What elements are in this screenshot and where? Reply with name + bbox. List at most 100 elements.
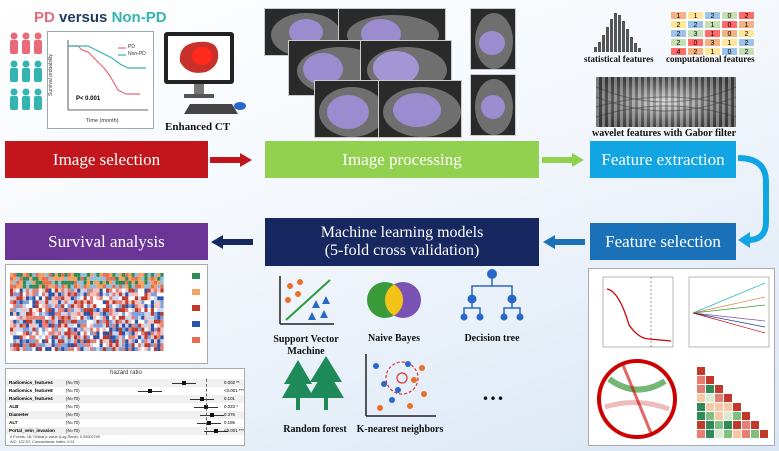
heatmap-cell bbox=[147, 276, 151, 281]
heatmap-cell bbox=[67, 273, 71, 277]
heatmap-cell bbox=[150, 323, 154, 328]
heatmap-cell bbox=[10, 308, 14, 312]
heatmap-cell bbox=[54, 292, 58, 297]
heatmap-cell bbox=[157, 343, 161, 348]
heatmap-cell bbox=[96, 335, 100, 340]
heatmap-cell bbox=[109, 331, 113, 336]
heatmap-cell bbox=[106, 312, 110, 316]
heatmap-cell bbox=[157, 327, 161, 332]
label-decision-tree: Decision tree bbox=[464, 333, 520, 344]
label-svm: Support Vector Machine bbox=[273, 334, 339, 357]
heatmap-cell bbox=[35, 284, 39, 289]
matrix-cell: 0 bbox=[721, 29, 738, 38]
corr-cell bbox=[706, 385, 714, 393]
heatmap-cell bbox=[26, 331, 30, 336]
heatmap-cell bbox=[99, 273, 103, 277]
heatmap-cell bbox=[102, 331, 106, 336]
heatmap-cell bbox=[32, 292, 36, 297]
heatmap-cell bbox=[131, 308, 135, 312]
heatmap-cell bbox=[128, 304, 132, 309]
heatmap-cell bbox=[35, 304, 39, 309]
heatmap-cell bbox=[99, 339, 103, 344]
heatmap-cell bbox=[45, 323, 49, 328]
corr-cell bbox=[697, 385, 705, 393]
forest-row-name: Diameter bbox=[9, 412, 29, 417]
corr-cell bbox=[742, 421, 750, 429]
heatmap-cell bbox=[64, 273, 68, 277]
heatmap-cell bbox=[154, 304, 158, 309]
corr-cell bbox=[697, 403, 705, 411]
heatmap-cell bbox=[26, 308, 30, 312]
matrix-cell: 2 bbox=[687, 47, 704, 56]
heatmap-cell bbox=[26, 335, 30, 340]
heatmap-cell bbox=[38, 288, 42, 293]
heatmap-cell bbox=[54, 300, 58, 305]
heatmap-cell bbox=[61, 276, 65, 281]
heatmap-cell bbox=[154, 331, 158, 336]
heatmap-cell bbox=[154, 327, 158, 332]
heatmap-cell bbox=[61, 319, 65, 324]
heatmap-cell bbox=[157, 315, 161, 320]
heatmap-cell bbox=[58, 300, 62, 305]
heatmap-cell bbox=[38, 323, 42, 328]
heatmap-cell bbox=[67, 312, 71, 316]
heatmap-cell bbox=[96, 315, 100, 320]
heatmap-cell bbox=[131, 292, 135, 297]
heatmap-cell bbox=[134, 296, 138, 301]
matrix-cell: 0 bbox=[721, 11, 738, 20]
matrix-cell: 1 bbox=[738, 20, 755, 29]
heatmap-cell bbox=[45, 331, 49, 336]
heatmap-cell bbox=[83, 335, 87, 340]
heatmap-cell bbox=[22, 312, 26, 316]
heatmap-cell bbox=[106, 335, 110, 340]
heatmap-cell bbox=[77, 335, 81, 340]
km-legend-pd: PD bbox=[128, 44, 135, 50]
matrix-cell: 2 bbox=[738, 11, 755, 20]
heatmap-cell bbox=[13, 296, 17, 301]
heatmap-cell bbox=[54, 331, 58, 336]
heatmap-cell bbox=[67, 339, 71, 344]
heatmap-cell bbox=[134, 319, 138, 324]
heatmap-cell bbox=[13, 308, 17, 312]
heatmap-cell bbox=[58, 347, 62, 351]
heatmap-cell bbox=[80, 300, 84, 305]
heatmap-cell bbox=[86, 308, 90, 312]
heatmap-cell bbox=[67, 296, 71, 301]
heatmap-cell bbox=[160, 308, 164, 312]
heatmap-cell bbox=[128, 323, 132, 328]
heatmap-cell bbox=[93, 331, 97, 336]
heatmap-cell bbox=[160, 288, 164, 293]
heatmap-cell bbox=[141, 280, 145, 285]
forest-row-pvalue: <0.001 *** bbox=[224, 388, 244, 393]
forest-row-estimate bbox=[207, 421, 211, 425]
heatmap-cell bbox=[115, 323, 119, 328]
matrix-cell: 2 bbox=[670, 20, 687, 29]
heatmap-cell bbox=[134, 308, 138, 312]
heatmap-cell bbox=[54, 343, 58, 348]
heatmap-cell bbox=[102, 327, 106, 332]
heatmap-cell bbox=[70, 284, 74, 289]
forest-plot-panel: hazard ratio Radiomics_feature4(N=70)0.0… bbox=[5, 368, 245, 446]
heatmap-cell bbox=[115, 327, 119, 332]
heatmap-cell bbox=[93, 339, 97, 344]
heatmap-cell bbox=[154, 323, 158, 328]
heatmap-cell bbox=[93, 327, 97, 332]
heatmap-cell bbox=[77, 323, 81, 328]
heatmap-cell bbox=[118, 276, 122, 281]
heatmap-cell bbox=[77, 347, 81, 351]
heatmap-cell bbox=[150, 331, 154, 336]
heatmap-cell bbox=[45, 343, 49, 348]
heatmap-cell bbox=[122, 343, 126, 348]
heatmap-cell bbox=[138, 319, 142, 324]
heatmap-cell bbox=[58, 304, 62, 309]
heatmap-cell bbox=[54, 323, 58, 328]
heatmap-cell bbox=[134, 312, 138, 316]
heatmap-cell bbox=[122, 276, 126, 281]
heatmap-cell bbox=[157, 323, 161, 328]
heatmap-cell bbox=[32, 288, 36, 293]
heatmap-cell bbox=[19, 276, 23, 281]
heatmap-cell bbox=[125, 331, 129, 336]
heatmap-cell bbox=[115, 343, 119, 348]
heatmap-cell bbox=[86, 292, 90, 297]
forest-row-pvalue: <0.001 *** bbox=[224, 428, 244, 433]
